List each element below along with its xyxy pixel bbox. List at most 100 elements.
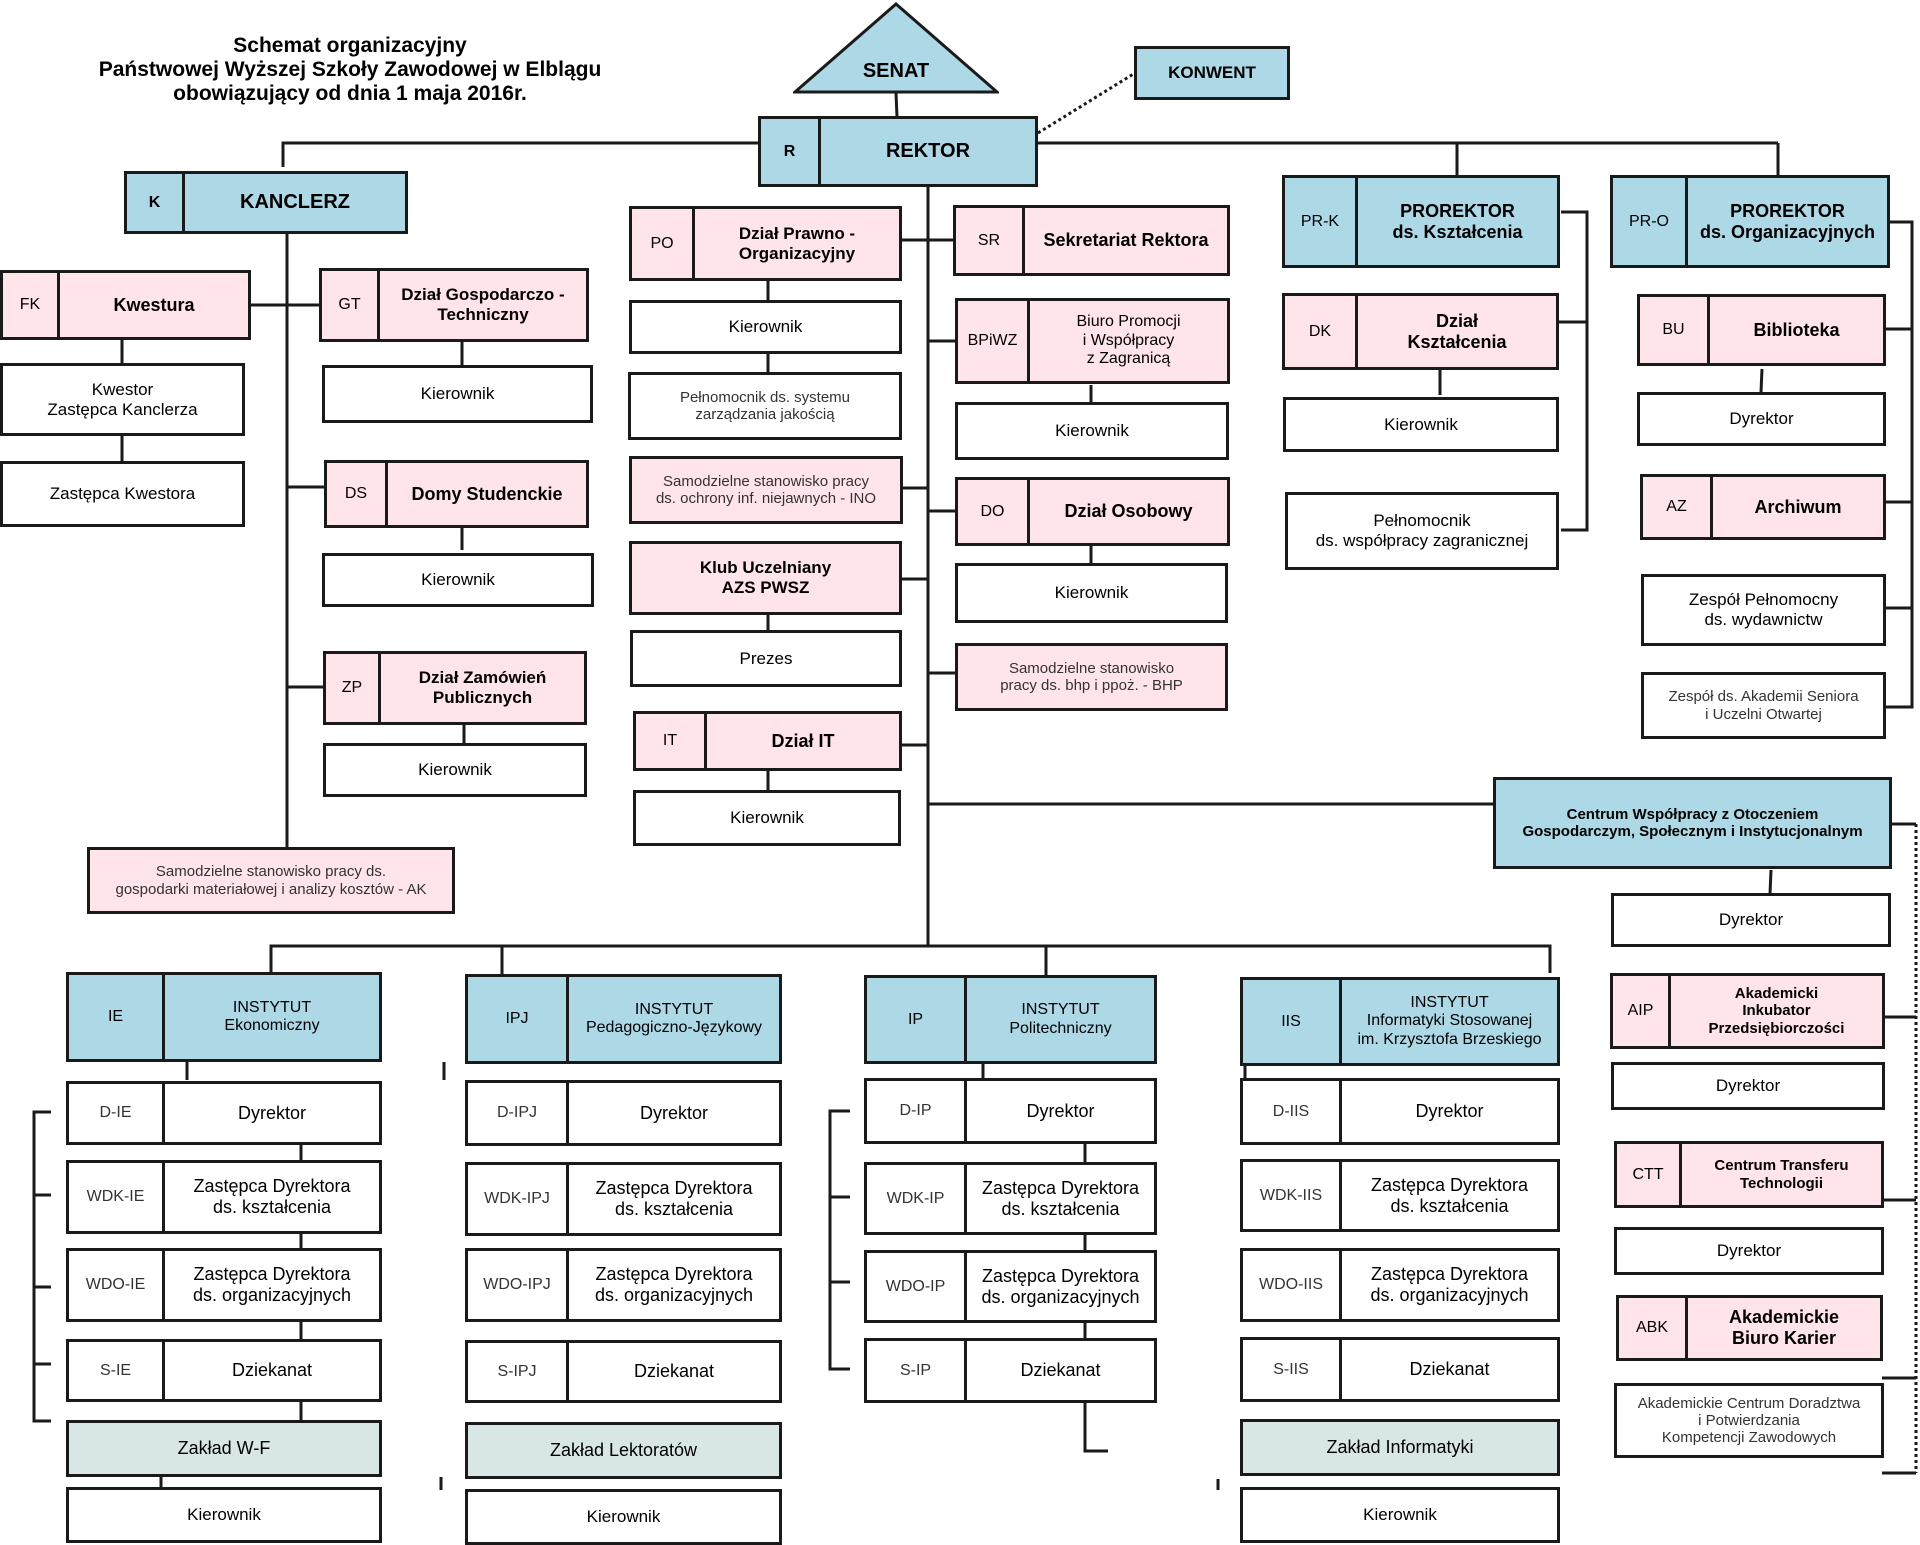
row-label: Dyrektor bbox=[237, 1102, 306, 1123]
zaklad-label: Zakład W-F bbox=[177, 1438, 271, 1459]
do-kierownik-node: Kierownik bbox=[955, 563, 1228, 623]
ctt-node: CTT Centrum Transferu Technologii bbox=[1614, 1141, 1884, 1208]
row-code: S-IPJ bbox=[468, 1343, 569, 1400]
kwestura-node: FK Kwestura bbox=[0, 270, 251, 340]
po-kierownik-node: Kierownik bbox=[629, 300, 902, 354]
row-label: Zastępca Dyrektora ds. kształcenia bbox=[1370, 1174, 1529, 1216]
zp-node: ZP Dział Zamówień Publicznych bbox=[323, 651, 587, 725]
ds-label: Domy Studenckie bbox=[411, 483, 563, 504]
ds-code: DS bbox=[327, 463, 388, 525]
ctt-dyrektor-node: Dyrektor bbox=[1614, 1227, 1884, 1275]
gt-kierownik-label: Kierownik bbox=[420, 384, 495, 404]
kwestura-code: FK bbox=[3, 273, 60, 337]
zaklad-node: Zakład Lektoratów bbox=[465, 1422, 782, 1479]
bu-node: BU Biblioteka bbox=[1637, 294, 1886, 366]
institute-code: IP bbox=[867, 978, 967, 1061]
akademia-seniora-node: Zespół ds. Akademii Seniora i Uczelni Ot… bbox=[1641, 672, 1886, 739]
row-label: Zastępca Dyrektora ds. organizacyjnych bbox=[1370, 1264, 1529, 1305]
jakosc-node: Pełnomocnik ds. systemu zarządzania jako… bbox=[628, 372, 902, 440]
sr-code: SR bbox=[956, 208, 1025, 273]
sr-node: SR Sekretariat Rektora bbox=[953, 205, 1230, 276]
aip-dyrektor-node: Dyrektor bbox=[1611, 1062, 1885, 1110]
dk-kierownik-node: Kierownik bbox=[1283, 397, 1559, 452]
po-kierownik-label: Kierownik bbox=[728, 317, 803, 337]
row-label: Zastępca Dyrektora ds. kształcenia bbox=[193, 1176, 351, 1217]
it-code: IT bbox=[636, 714, 707, 768]
institute-label: INSTYTUT Informatyki Stosowanej im. Krzy… bbox=[1357, 993, 1542, 1048]
az-code: AZ bbox=[1643, 477, 1713, 537]
do-node: DO Dział Osobowy bbox=[955, 477, 1230, 546]
row-code: WDO-IIS bbox=[1243, 1251, 1342, 1319]
prorektor-organizacyjny-node: PR-O PROREKTOR ds. Organizacyjnych bbox=[1610, 175, 1890, 268]
do-label: Dział Osobowy bbox=[1064, 501, 1193, 522]
abk-label: Akademickie Biuro Karier bbox=[1728, 1307, 1840, 1348]
centrum-wspolpracy-node: Centrum Współpracy z Otoczeniem Gospodar… bbox=[1493, 777, 1892, 869]
zp-code: ZP bbox=[326, 654, 381, 722]
acd-label: Akademickie Centrum Doradztwa i Potwierd… bbox=[1637, 1394, 1861, 1447]
akademia-seniora-label: Zespół ds. Akademii Seniora i Uczelni Ot… bbox=[1668, 688, 1859, 723]
row-label: Dziekanat bbox=[633, 1361, 715, 1382]
row-label: Zastępca Dyrektora ds. organizacyjnych bbox=[192, 1264, 352, 1305]
gt-kierownik-node: Kierownik bbox=[322, 365, 593, 423]
ds-kierownik-node: Kierownik bbox=[322, 553, 594, 607]
bhp-label: Samodzielne stanowisko pracy ds. bhp i p… bbox=[1000, 659, 1183, 694]
prorektor-ksztalcenia-node: PR-K PROREKTOR ds. Kształcenia bbox=[1282, 175, 1560, 268]
row-code: S-IE bbox=[69, 1342, 165, 1399]
bu-dyrektor-label: Dyrektor bbox=[1729, 409, 1794, 429]
zp-label: Dział Zamówień Publicznych bbox=[418, 668, 547, 707]
po-label: Dział Prawno - Organizacyjny bbox=[738, 223, 856, 263]
zaklad-kierownik-node: Kierownik bbox=[1240, 1487, 1560, 1543]
dk-label: Dział Kształcenia bbox=[1407, 310, 1507, 352]
row-label: Dyrektor bbox=[639, 1102, 708, 1123]
azs-node: Klub Uczelniany AZS PWSZ bbox=[629, 541, 902, 615]
zaklad-label: Zakład Informatyki bbox=[1326, 1437, 1474, 1458]
aip-label: Akademicki Inkubator Przedsiębiorczości bbox=[1708, 985, 1845, 1037]
kanclerz-code: K bbox=[127, 174, 185, 231]
zp-kierownik-label: Kierownik bbox=[418, 760, 492, 780]
pro-label: PROREKTOR ds. Organizacyjnych bbox=[1699, 200, 1876, 242]
rektor-node: R REKTOR bbox=[758, 116, 1038, 187]
zaklad-kierownik-label: Kierownik bbox=[187, 1505, 261, 1525]
row-label: Zastępca Dyrektora ds. kształcenia bbox=[595, 1178, 753, 1219]
kwestor-label: Kwestor Zastępca Kanclerza bbox=[47, 379, 198, 419]
row-code: S-IP bbox=[867, 1341, 967, 1400]
ctt-code: CTT bbox=[1617, 1144, 1682, 1205]
row-code: WDO-IP bbox=[867, 1253, 967, 1320]
az-label: Archiwum bbox=[1754, 496, 1842, 517]
institute-code: IE bbox=[69, 975, 165, 1059]
prk-code: PR-K bbox=[1285, 178, 1358, 265]
row-code: WDK-IP bbox=[867, 1165, 967, 1232]
institute-row: WDO-IE Zastępca Dyrektora ds. organizacyj… bbox=[66, 1248, 382, 1322]
aip-dyrektor-label: Dyrektor bbox=[1715, 1076, 1781, 1096]
row-code: WDO-IE bbox=[69, 1251, 165, 1319]
row-code: WDO-IPJ bbox=[468, 1251, 569, 1319]
kanclerz-node: K KANCLERZ bbox=[124, 171, 408, 234]
senat-node: SENAT bbox=[793, 2, 999, 94]
rektor-label: REKTOR bbox=[885, 140, 971, 162]
row-label: Dyrektor bbox=[1026, 1100, 1095, 1121]
zaklad-kierownik-node: Kierownik bbox=[465, 1489, 782, 1545]
bu-dyrektor-node: Dyrektor bbox=[1637, 392, 1886, 446]
pelnomocnik-zagraniczny-node: Pełnomocnik ds. współpracy zagranicznej bbox=[1285, 492, 1559, 570]
azs-prezes-node: Prezes bbox=[630, 630, 902, 687]
institute-label: INSTYTUT Pedagogiczno-Językowy bbox=[585, 1000, 763, 1036]
row-code: WDK-IPJ bbox=[468, 1165, 569, 1233]
az-node: AZ Archiwum bbox=[1640, 474, 1886, 540]
row-label: Zastępca Dyrektora ds. kształcenia bbox=[981, 1177, 1140, 1219]
chart-title: Schemat organizacyjny Państwowej Wyższej… bbox=[40, 34, 660, 106]
dk-node: DK Dział Kształcenia bbox=[1282, 293, 1559, 370]
row-code: WDK-IIS bbox=[1243, 1162, 1342, 1229]
do-kierownik-label: Kierownik bbox=[1054, 583, 1129, 603]
konwent-label: KONWENT bbox=[1168, 63, 1256, 83]
abk-code: ABK bbox=[1619, 1298, 1688, 1358]
wydawnictwa-node: Zespół Pełnomocny ds. wydawnictw bbox=[1641, 574, 1886, 646]
zaklad-kierownik-label: Kierownik bbox=[1363, 1505, 1437, 1525]
institute-row: WDO-IIS Zastępca Dyrektora ds. organizacy… bbox=[1240, 1248, 1560, 1322]
it-kierownik-node: Kierownik bbox=[633, 790, 901, 846]
